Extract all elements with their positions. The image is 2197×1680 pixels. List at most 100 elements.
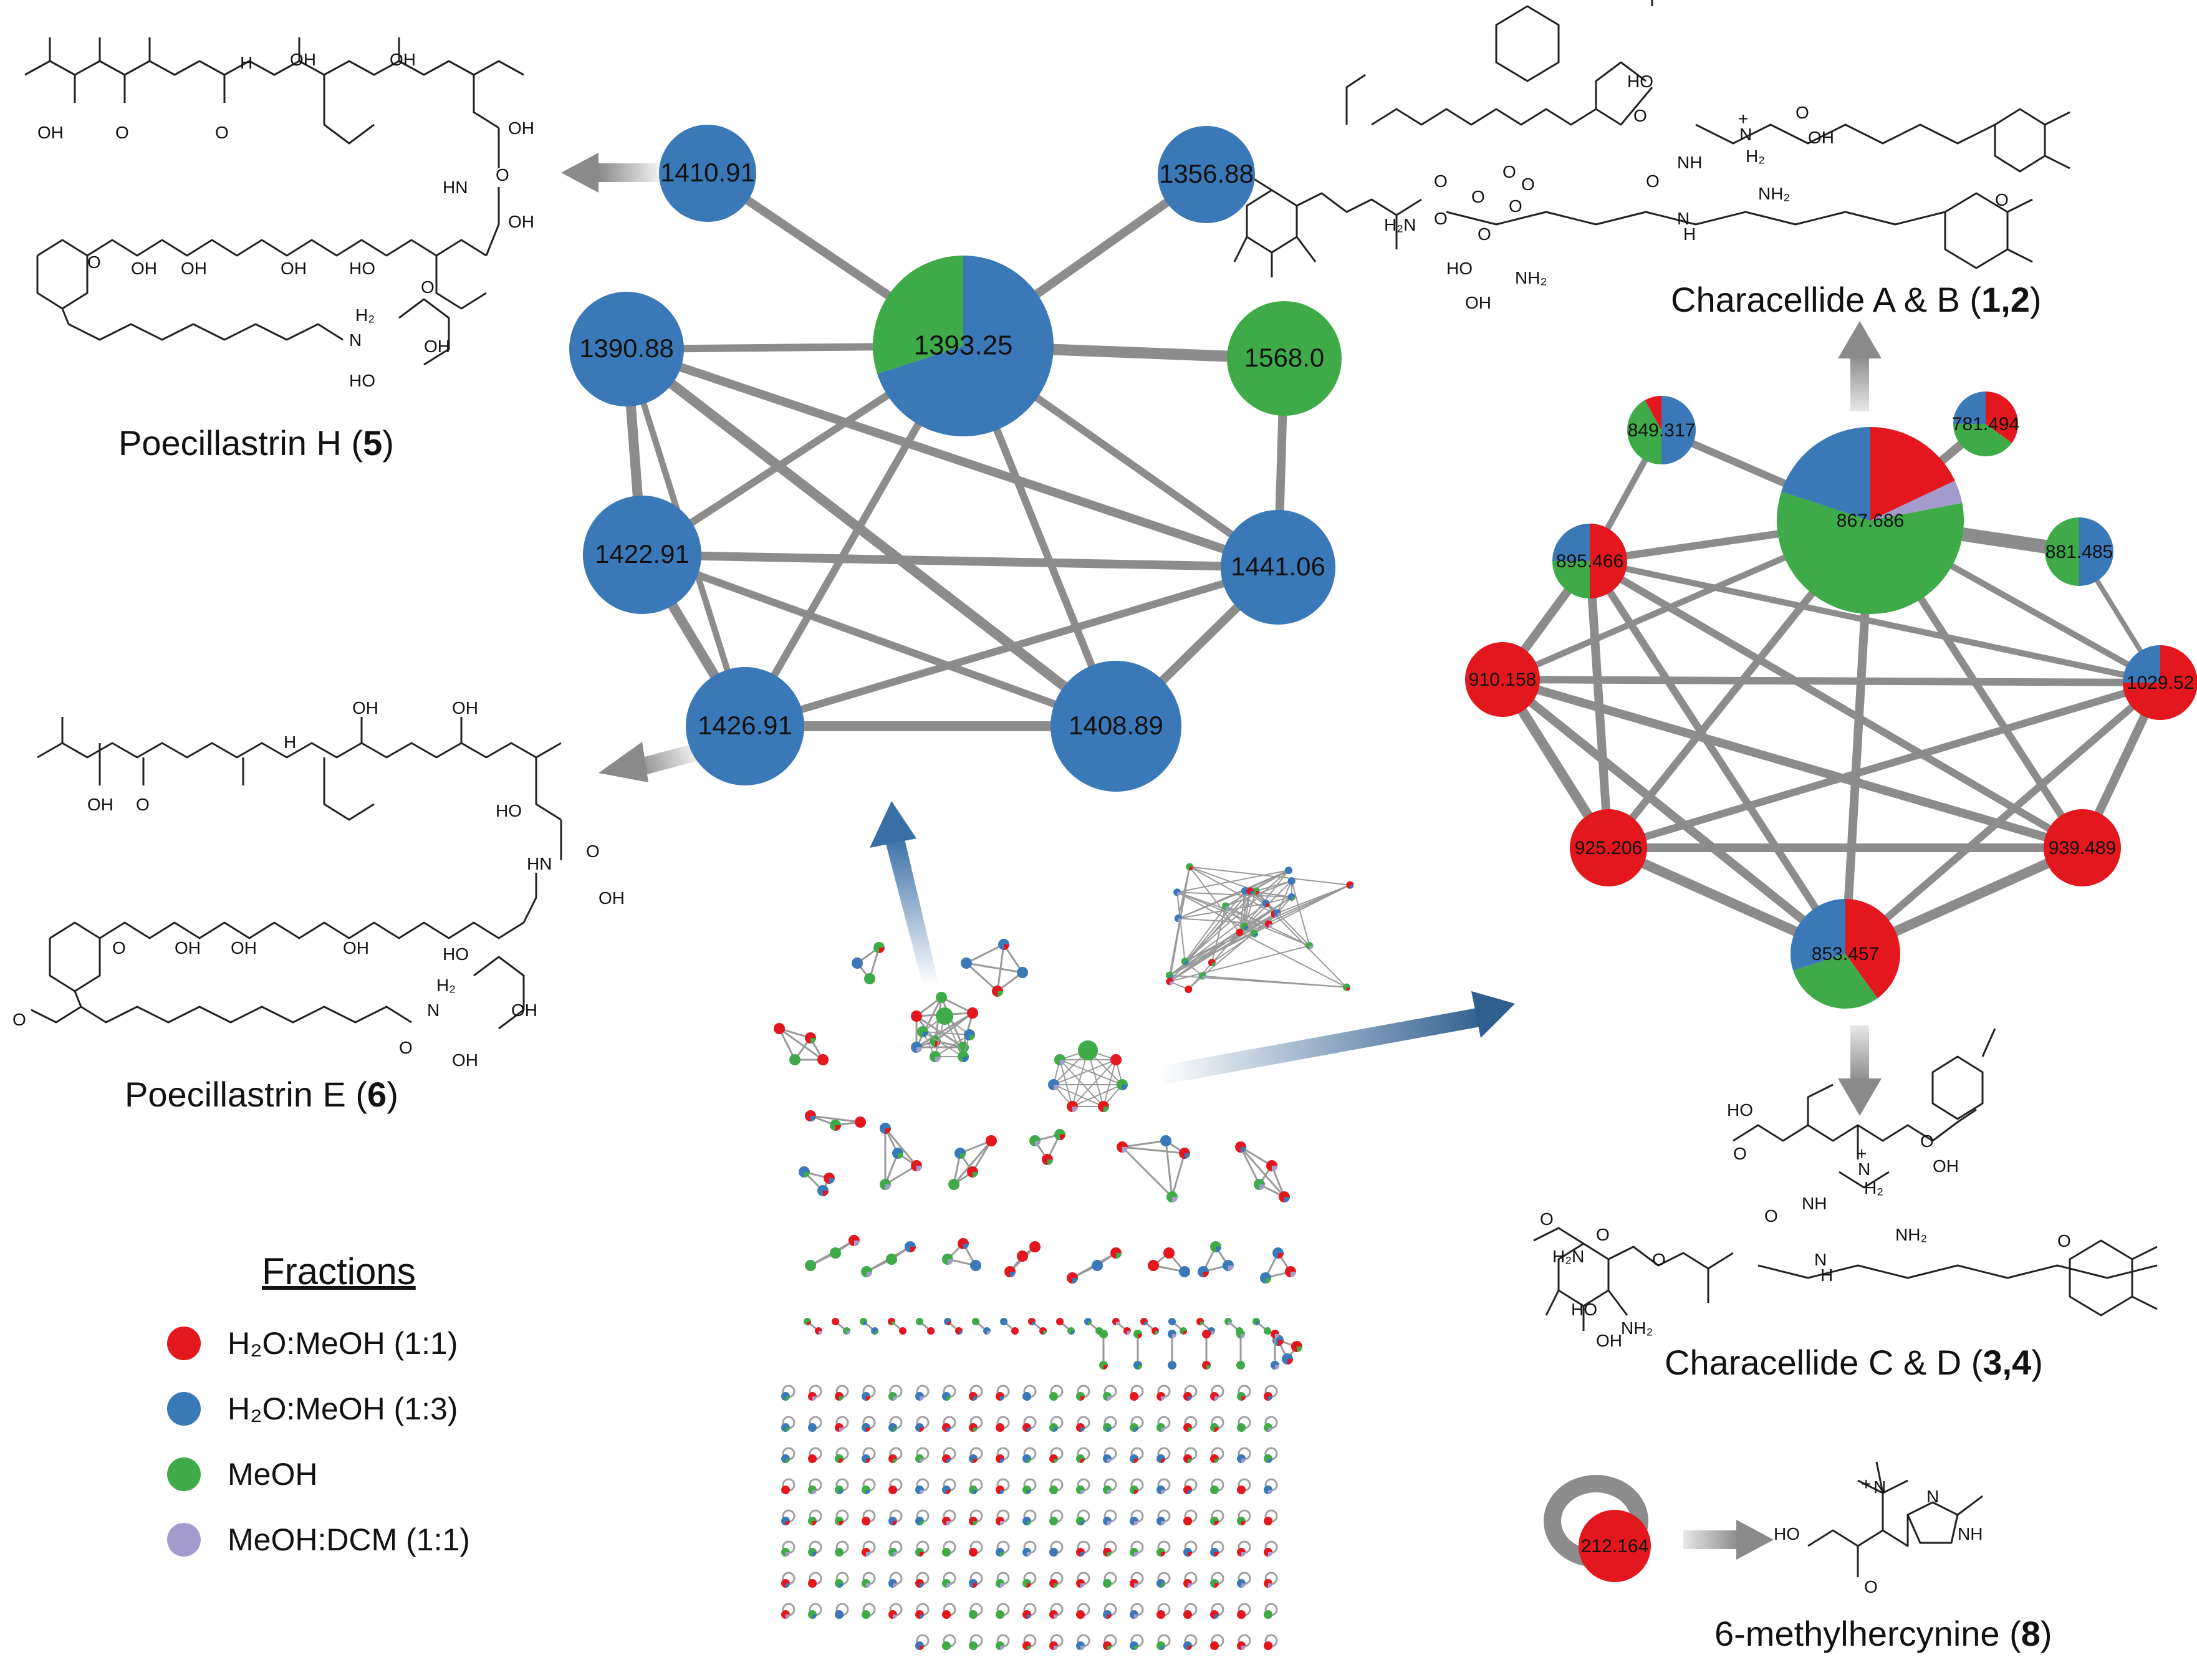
chem-label: O [1521, 175, 1535, 194]
legend-label: MeOH [228, 1457, 317, 1492]
chem-label: HN [527, 854, 552, 873]
overview-node [1056, 1318, 1064, 1325]
structure-characellide-cd [1533, 1028, 2158, 1331]
overview-node [942, 1392, 951, 1401]
overview-node [1022, 1392, 1031, 1401]
overview-node [1067, 1101, 1078, 1112]
overview-node [1130, 1579, 1138, 1588]
overview-edge [953, 1140, 993, 1186]
compound-caption-characellide-ab: Characellide A & B (1,2) [1671, 280, 2042, 319]
network-edge [622, 344, 1121, 731]
pie-slice [1790, 899, 1845, 971]
chem-label: HO [1446, 259, 1473, 278]
chem-label: N [1873, 1477, 1886, 1497]
chem-label: H [284, 732, 296, 752]
overview-node [861, 1266, 872, 1277]
overview-node [1183, 1641, 1192, 1650]
node-label: 925.206 [1575, 838, 1642, 858]
overview-node [915, 1423, 924, 1432]
node-1422-91 [583, 496, 701, 614]
chem-label: OH [343, 938, 369, 958]
pie-slice [2123, 645, 2197, 720]
pie-slice [1227, 301, 1342, 416]
overview-node [969, 1610, 978, 1619]
overview-node [915, 1641, 924, 1650]
overview-node [1000, 1318, 1007, 1325]
overview-edge [922, 1031, 964, 1057]
pie-slice [1570, 809, 1647, 886]
chem-label: OH [1933, 1156, 1959, 1176]
node-867-686 [1776, 427, 1964, 615]
chem-label: OH [231, 938, 257, 958]
overview-node [1210, 1392, 1219, 1401]
overview-node [1022, 1579, 1031, 1588]
chem-label: O [586, 842, 600, 861]
chem-label: O [1633, 106, 1647, 125]
chem-label: NH [1677, 153, 1702, 172]
overview-node [1103, 1392, 1112, 1401]
overview-edge [965, 962, 1024, 974]
overview-node [862, 1486, 870, 1494]
overview-node [917, 1026, 928, 1037]
pie-slice [1793, 954, 1878, 1009]
legend-title: Fractions [262, 1250, 416, 1292]
overview-node [1067, 1272, 1078, 1284]
pie-slice [877, 256, 1054, 436]
pie-slice [1050, 661, 1181, 792]
overview-node [886, 1254, 897, 1265]
overview-node [1210, 1579, 1219, 1588]
overview-node [835, 1486, 844, 1494]
overview-node [835, 1579, 844, 1588]
overview-node [1237, 1486, 1246, 1494]
chem-label: H [240, 53, 252, 72]
overview-node [808, 1517, 817, 1525]
overview-node [864, 973, 875, 984]
pie-slice [1661, 396, 1696, 464]
node-label: 1426.91 [698, 711, 792, 740]
overview-edge [1276, 880, 1292, 914]
chem-label: O [215, 123, 229, 142]
overview-node [1140, 1318, 1148, 1325]
overview-node [781, 1392, 790, 1401]
chem-label: HO [1727, 1100, 1753, 1120]
node-label: 1390.88 [579, 334, 674, 363]
overview-node [1282, 1353, 1293, 1365]
chem-label: O [1509, 196, 1522, 216]
overview-node [808, 1579, 817, 1588]
chem-label: O [115, 123, 129, 142]
overview-edge [1169, 896, 1292, 982]
overview-node [1049, 1454, 1058, 1463]
pie-slice [569, 292, 684, 406]
overview-node [1048, 1079, 1059, 1090]
overview-edge [1169, 912, 1278, 982]
chem-label: + [1857, 1144, 1867, 1163]
overview-node [1237, 1548, 1246, 1557]
overview-node [1022, 1486, 1031, 1494]
overview-node [1049, 1610, 1058, 1619]
node-1029-52 [2123, 645, 2197, 720]
overview-edge [971, 1140, 993, 1173]
chem-label: O [112, 938, 126, 958]
overview-node [1183, 1454, 1192, 1463]
chem-label: HO [1571, 1300, 1597, 1319]
overview-edge [965, 943, 1005, 964]
chem-label: HN [443, 178, 468, 197]
overview-node [1237, 1454, 1246, 1463]
overview-node [1078, 1040, 1098, 1060]
overview-node [862, 1454, 870, 1463]
chem-label: N [349, 330, 362, 350]
overview-node [996, 1579, 1004, 1588]
overview-node [1236, 928, 1244, 936]
overview-node [936, 992, 947, 1003]
overview-node [1166, 977, 1174, 986]
overview-node [1210, 1423, 1219, 1432]
node-label: 781.494 [1952, 414, 2019, 434]
chem-label: O [1764, 1206, 1778, 1226]
overview-node [1183, 1579, 1192, 1588]
pie-slice [583, 496, 701, 614]
arrow-to-6-methylhercynine [1683, 1520, 1774, 1560]
overview-node [871, 1327, 878, 1335]
overview-node [888, 1610, 897, 1619]
overview-node [1103, 1423, 1112, 1432]
